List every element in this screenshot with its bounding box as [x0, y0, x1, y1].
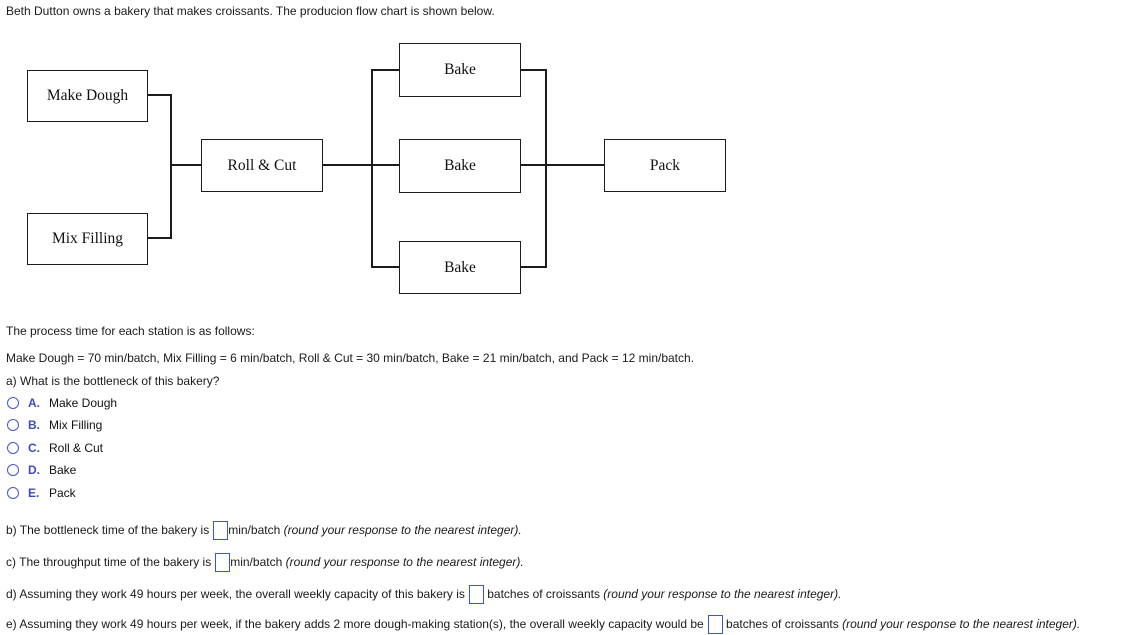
question-c-note: (round your response to the nearest inte… [285, 555, 524, 569]
production-flowchart: Make Dough Mix Filling Roll & Cut Bake B… [0, 0, 780, 310]
option-label: Mix Filling [49, 418, 103, 432]
flow-node-mix-filling: Mix Filling [27, 213, 148, 265]
question-b-note: (round your response to the nearest inte… [283, 523, 522, 537]
flow-node-bake-top: Bake [399, 43, 521, 97]
option-label: Make Dough [49, 396, 118, 410]
process-time-values: Make Dough = 70 min/batch, Mix Filling =… [6, 351, 695, 365]
question-e-unit: batches of croissants [722, 617, 843, 631]
problem-statement: Beth Dutton owns a bakery that makes cro… [6, 4, 495, 18]
question-a-prompt: a) What is the bottleneck of this bakery… [6, 374, 220, 388]
question-c-unit: min/batch [230, 555, 286, 569]
question-c-text: c) The throughput time of the bakery is [6, 555, 212, 569]
radio-option-d[interactable] [7, 464, 19, 476]
connector-bake-fanin [545, 69, 547, 268]
connector-to-roll-cut [170, 164, 202, 166]
option-letter: B. [28, 418, 40, 432]
answer-b-input[interactable] [213, 520, 229, 540]
radio-option-e[interactable] [7, 487, 19, 499]
flow-node-pack: Pack [604, 139, 726, 192]
radio-option-b[interactable] [7, 419, 19, 431]
answer-c-input[interactable] [215, 552, 231, 572]
connector-to-bake-top [371, 69, 400, 71]
question-d-text: d) Assuming they work 49 hours per week,… [6, 587, 465, 601]
option-row-c[interactable]: C. Roll & Cut [0, 440, 103, 456]
question-e-text: e) Assuming they work 49 hours per week,… [6, 617, 704, 631]
connector-mix-filling-out [148, 237, 172, 239]
option-row-a[interactable]: A. Make Dough [0, 395, 117, 411]
connector-bake-top-out [521, 69, 547, 71]
connector-bake-fanout [371, 69, 373, 268]
connector-to-bake-bottom [371, 266, 400, 268]
option-label: Pack [49, 486, 76, 500]
radio-option-c[interactable] [7, 442, 19, 454]
option-row-d[interactable]: D. Bake [0, 462, 76, 478]
option-label: Roll & Cut [49, 441, 104, 455]
question-d-line: d) Assuming they work 49 hours per week,… [6, 584, 841, 604]
question-c-line: c) The throughput time of the bakery is m… [6, 552, 524, 572]
connector-make-dough-out [148, 94, 172, 96]
flow-node-bake-bottom: Bake [399, 241, 521, 294]
process-time-intro: The process time for each station is as … [6, 324, 255, 338]
connector-to-pack [521, 164, 604, 166]
connector-left-merge [170, 94, 172, 239]
option-row-b[interactable]: B. Mix Filling [0, 417, 102, 433]
option-label: Bake [49, 463, 77, 477]
option-letter: E. [28, 486, 40, 500]
answer-e-input[interactable] [707, 614, 723, 634]
question-e-note: (round your response to the nearest inte… [842, 617, 1081, 631]
question-b-line: b) The bottleneck time of the bakery is m… [6, 520, 522, 540]
flow-node-make-dough: Make Dough [27, 70, 148, 122]
question-e-line: e) Assuming they work 49 hours per week,… [6, 614, 1080, 634]
flow-node-bake-middle: Bake [399, 139, 521, 193]
connector-bake-bottom-out [521, 266, 547, 268]
question-d-unit: batches of croissants [483, 587, 604, 601]
option-letter: A. [28, 396, 40, 410]
option-letter: D. [28, 463, 40, 477]
option-row-e[interactable]: E. Pack [0, 485, 76, 501]
question-b-unit: min/batch [228, 523, 284, 537]
connector-roll-cut-out [323, 164, 400, 166]
answer-d-input[interactable] [468, 584, 484, 604]
option-letter: C. [28, 441, 40, 455]
radio-option-a[interactable] [7, 397, 19, 409]
question-d-note: (round your response to the nearest inte… [603, 587, 842, 601]
question-b-text: b) The bottleneck time of the bakery is [6, 523, 210, 537]
flow-node-roll-cut: Roll & Cut [201, 139, 323, 192]
